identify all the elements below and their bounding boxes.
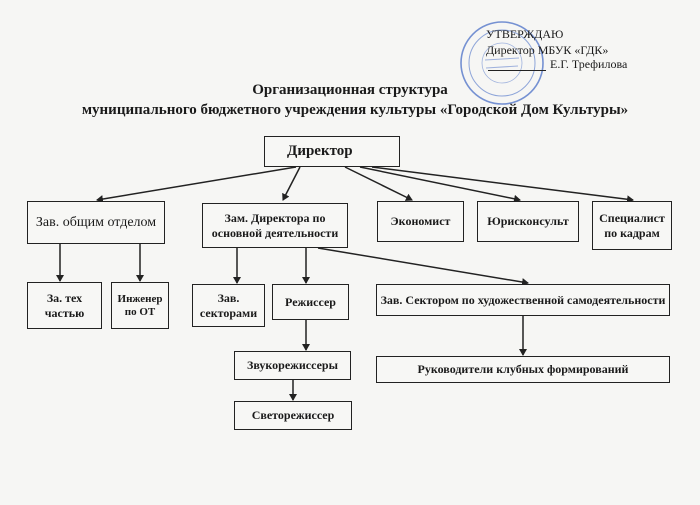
approval-block: УТВЕРЖДАЮ Директор МБУК «ГДК» Е.Г. Трефи… xyxy=(486,26,627,71)
official-stamp xyxy=(460,21,544,105)
box-hr-specialist: Специалист по кадрам xyxy=(592,201,672,250)
box-deputy-director: Зам. Директора по основной деятельности xyxy=(202,203,348,248)
box-safety-engineer: Инженер по ОТ xyxy=(111,282,169,329)
box-economist: Экономист xyxy=(377,201,464,242)
box-club-leaders: Руководители клубных формирований xyxy=(376,356,670,383)
box-lighting-director: Светорежиссер xyxy=(234,401,352,430)
box-amateur-sector-head: Зав. Сектором по художественной самодеят… xyxy=(376,284,670,316)
approval-label: УТВЕРЖДАЮ xyxy=(486,27,564,41)
signature-line xyxy=(488,70,546,71)
box-sound-engineers: Звукорежиссеры xyxy=(234,351,351,380)
chart-subtitle: муниципального бюджетного учреждения кул… xyxy=(81,102,629,118)
approval-position: Директор МБУК «ГДК» xyxy=(486,43,609,57)
box-legal-adviser: Юрисконсульт xyxy=(477,201,579,242)
chart-title: Организационная структура xyxy=(252,82,448,98)
box-technical-deputy: За. тех частью xyxy=(27,282,102,329)
box-stage-director: Режиссер xyxy=(272,284,349,320)
box-head-general-department: Зав. общим отделом xyxy=(27,201,165,244)
box-director: Директор xyxy=(264,136,400,167)
box-sector-heads: Зав. секторами xyxy=(192,284,265,327)
approval-signatory: Е.Г. Трефилова xyxy=(550,57,628,71)
